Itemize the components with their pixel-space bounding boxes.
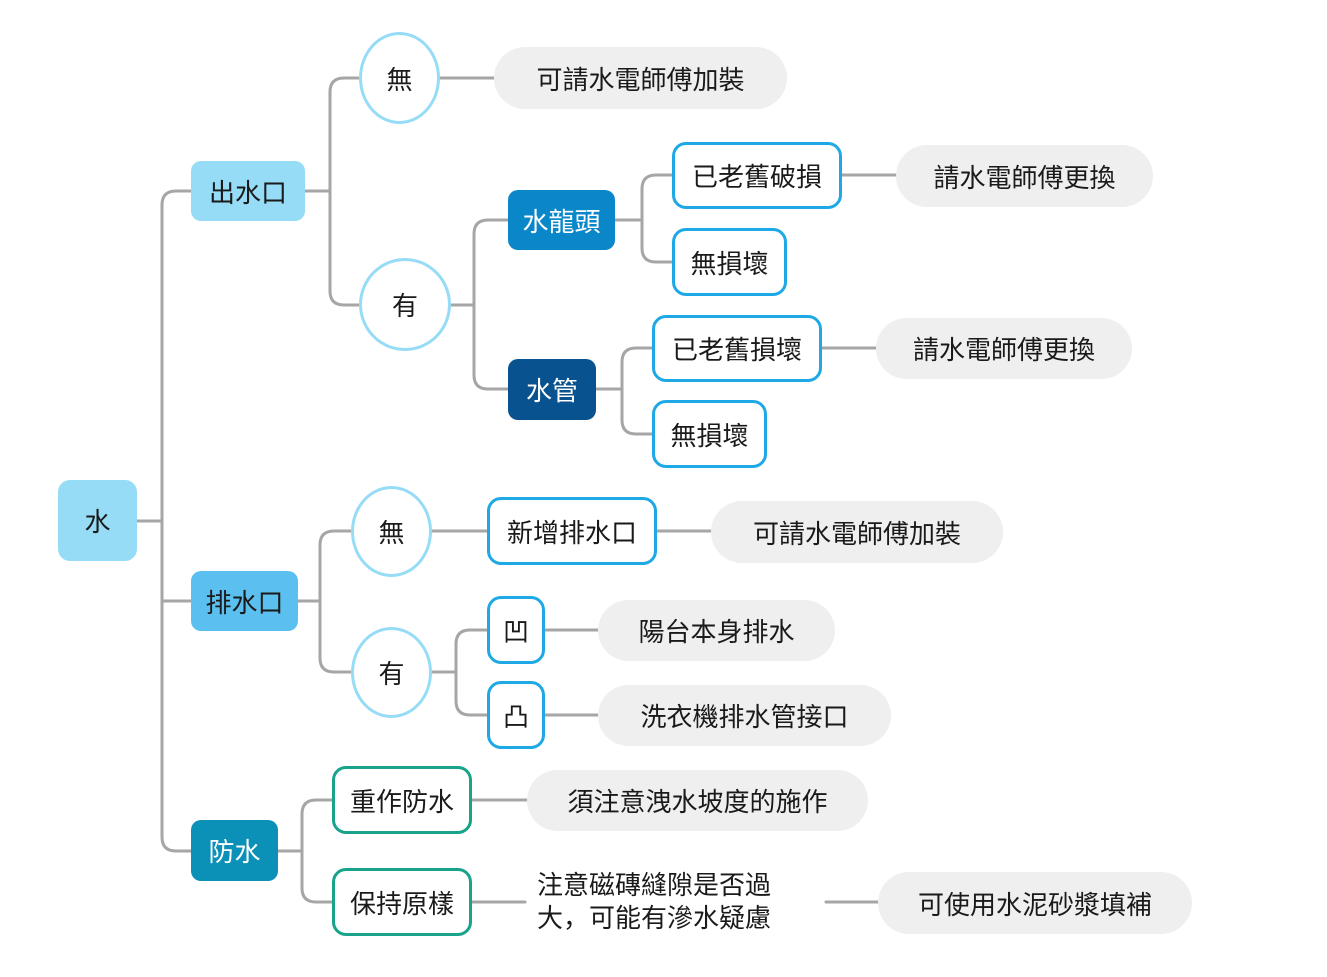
drain-convex-note: 洗衣機排水管接口 [598, 685, 891, 746]
outlet-node: 出水口 [191, 161, 305, 221]
drain-node: 排水口 [191, 571, 298, 631]
pipe-node: 水管 [508, 359, 596, 420]
drain-yes-node: 有 [351, 627, 432, 718]
waterproof-redo-node: 重作防水 [332, 766, 472, 834]
pipe-damaged-node: 已老舊損壞 [652, 315, 822, 382]
waterproof-redo-note: 須注意洩水坡度的施作 [527, 770, 868, 831]
pipe-damaged-note: 請水電師傅更換 [876, 318, 1132, 379]
pipe-ok-node: 無損壞 [652, 400, 767, 468]
root-node: 水 [58, 480, 137, 561]
drain-concave-node: 凹 [487, 596, 545, 664]
waterproof-keep-node: 保持原樣 [332, 868, 472, 936]
drain-convex-node: 凸 [487, 681, 545, 749]
drain-none-node: 無 [351, 486, 432, 577]
outlet-yes-node: 有 [359, 258, 451, 351]
faucet-ok-node: 無損壞 [672, 228, 787, 296]
faucet-damaged-note: 請水電師傅更換 [896, 145, 1153, 207]
drain-concave-note: 陽台本身排水 [598, 600, 835, 661]
outlet-none-note: 可請水電師傅加裝 [494, 47, 787, 109]
faucet-damaged-node: 已老舊破損 [672, 142, 842, 209]
waterproof-keep-note: 可使用水泥砂漿填補 [878, 872, 1192, 934]
faucet-node: 水龍頭 [508, 190, 615, 250]
waterproof-node: 防水 [191, 820, 278, 881]
outlet-none-node: 無 [359, 32, 440, 124]
drain-none-note: 可請水電師傅加裝 [711, 501, 1003, 563]
waterproof-keep-caution: 注意磁磚縫隙是否過大，可能有滲水疑慮 [537, 871, 772, 934]
drain-add-node: 新增排水口 [487, 497, 657, 565]
